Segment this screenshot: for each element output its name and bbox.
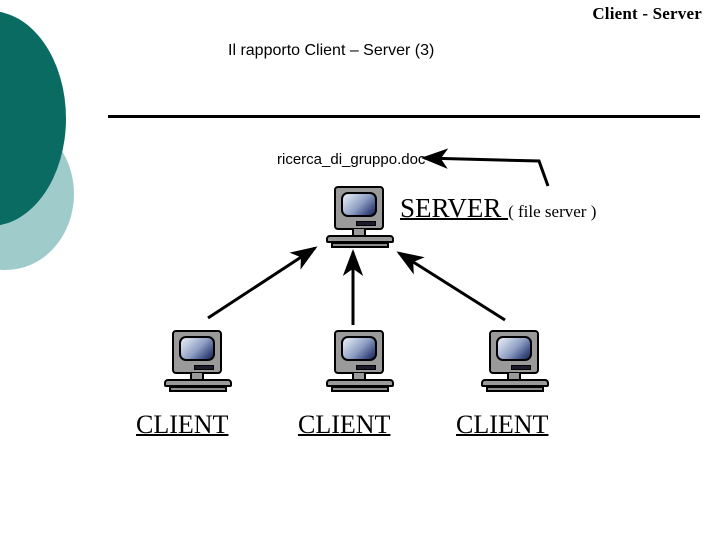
server-sublabel-text: ( file server ) bbox=[508, 202, 597, 221]
document-label: ricerca_di_gruppo.doc bbox=[277, 151, 426, 168]
monitor-neck bbox=[507, 373, 521, 380]
monitor-screen bbox=[496, 336, 532, 361]
monitor-neck bbox=[352, 373, 366, 380]
client-label-2: CLIENT bbox=[298, 410, 391, 439]
client-computer-icon-3 bbox=[480, 330, 552, 394]
arrow-client3-to-server bbox=[396, 251, 506, 322]
monitor-neck bbox=[190, 373, 204, 380]
server-label: SERVER ( file server ) bbox=[400, 193, 596, 224]
page-title: Il rapporto Client – Server (3) bbox=[228, 42, 435, 59]
computer-base-front bbox=[169, 386, 227, 392]
monitor-body bbox=[334, 330, 384, 374]
monitor-body bbox=[489, 330, 539, 374]
server-computer-icon bbox=[325, 186, 397, 250]
client-computer-icon-1 bbox=[163, 330, 235, 394]
monitor-body bbox=[172, 330, 222, 374]
drive-slot bbox=[356, 221, 376, 226]
server-label-text: SERVER bbox=[400, 193, 509, 223]
monitor-screen bbox=[341, 192, 377, 217]
computer-base-front bbox=[486, 386, 544, 392]
monitor-body bbox=[334, 186, 384, 230]
drive-slot bbox=[194, 365, 214, 370]
client-label-1: CLIENT bbox=[136, 410, 229, 439]
monitor-screen bbox=[341, 336, 377, 361]
monitor-screen bbox=[179, 336, 215, 361]
drive-slot bbox=[356, 365, 376, 370]
monitor-neck bbox=[352, 229, 366, 236]
header-divider bbox=[108, 115, 700, 118]
client-computer-icon-2 bbox=[325, 330, 397, 394]
client-label-3: CLIENT bbox=[456, 410, 549, 439]
computer-base-front bbox=[331, 386, 389, 392]
slide-header-text: Client - Server bbox=[592, 4, 702, 23]
arrow-client1-to-server bbox=[207, 246, 318, 320]
computer-base-front bbox=[331, 242, 389, 248]
drive-slot bbox=[511, 365, 531, 370]
arrow-callout-to-document bbox=[421, 148, 550, 187]
